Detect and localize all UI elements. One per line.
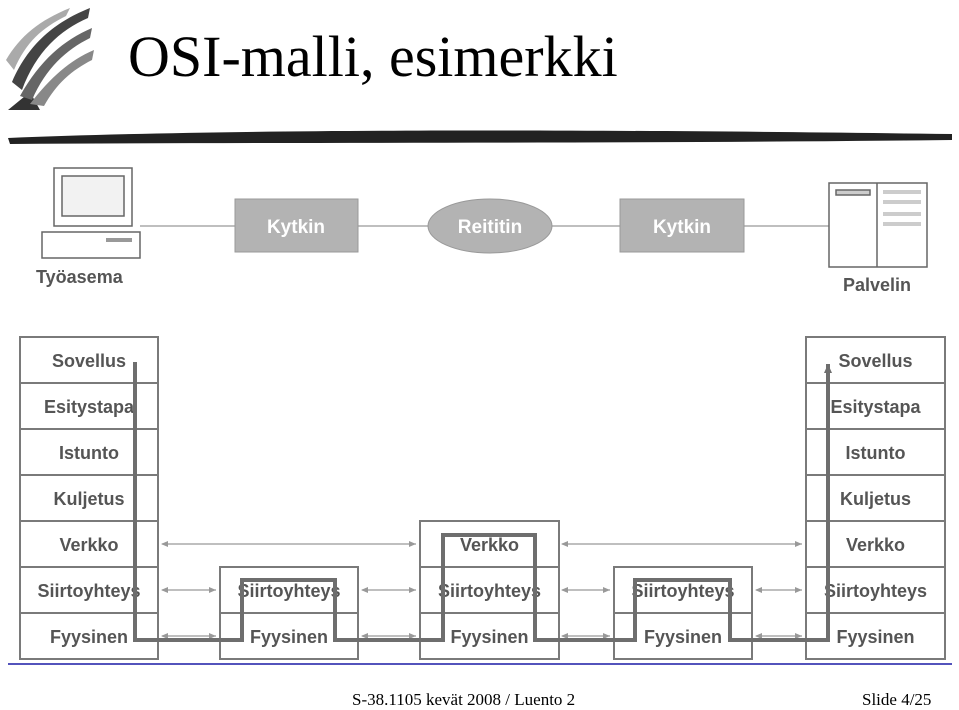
footer-slide-number: Slide 4/25 [862,690,932,709]
router-label: Reititin [458,217,522,238]
switch-right-label: Kytkin [653,217,711,238]
stack-layer-label: Kuljetus [840,489,911,509]
stack-layer-label: Siirtoyhteys [237,581,340,601]
router-ellipse [427,198,553,254]
workstation-icon [41,167,141,259]
stack-layer-label: Esitystapa [44,397,135,417]
stack-layer-label: Fyysinen [450,627,528,647]
osi-diagram: Työasema Kytkin Reititin Kytkin Palvelin… [8,167,952,665]
stack-layer-label: Fyysinen [836,627,914,647]
switch-left-box [234,198,359,253]
stack-layer-cell [19,336,159,384]
stack-layer-label: Istunto [59,443,119,463]
server-icon [828,182,928,268]
university-logo [6,8,94,110]
stack-layer-label: Siirtoyhteys [438,581,541,601]
stack-layer-label: Fyysinen [644,627,722,647]
footer-course: S-38.1105 kevät 2008 / Luento 2 [352,690,576,709]
stack-layer-label: Siirtoyhteys [631,581,734,601]
stack-layer-label: Sovellus [838,351,912,371]
workstation-stack: SovellusEsitystapaIstuntoKuljetusVerkkoS… [19,336,159,660]
stack-layer-label: Esitystapa [830,397,921,417]
stack-layer-label: Verkko [460,535,519,555]
switch-left-label: Kytkin [267,217,325,238]
stack-layer-label: Istunto [846,443,906,463]
stack-layer-label: Sovellus [52,351,126,371]
stack-layer-label: Fyysinen [250,627,328,647]
switch-right-box [619,198,745,253]
workstation-label: Työasema [36,267,124,287]
stack-layer-label: Verkko [846,535,905,555]
slide-title: OSI-malli, esimerkki [128,24,618,89]
stack-layer-label: Kuljetus [53,489,124,509]
stack-layer-label: Verkko [59,535,118,555]
stack-layer-label: Fyysinen [50,627,128,647]
stack-layer-label: Siirtoyhteys [824,581,927,601]
server-label: Palvelin [843,275,911,295]
data-flow-path [133,362,832,642]
stack-layer-label: Siirtoyhteys [37,581,140,601]
